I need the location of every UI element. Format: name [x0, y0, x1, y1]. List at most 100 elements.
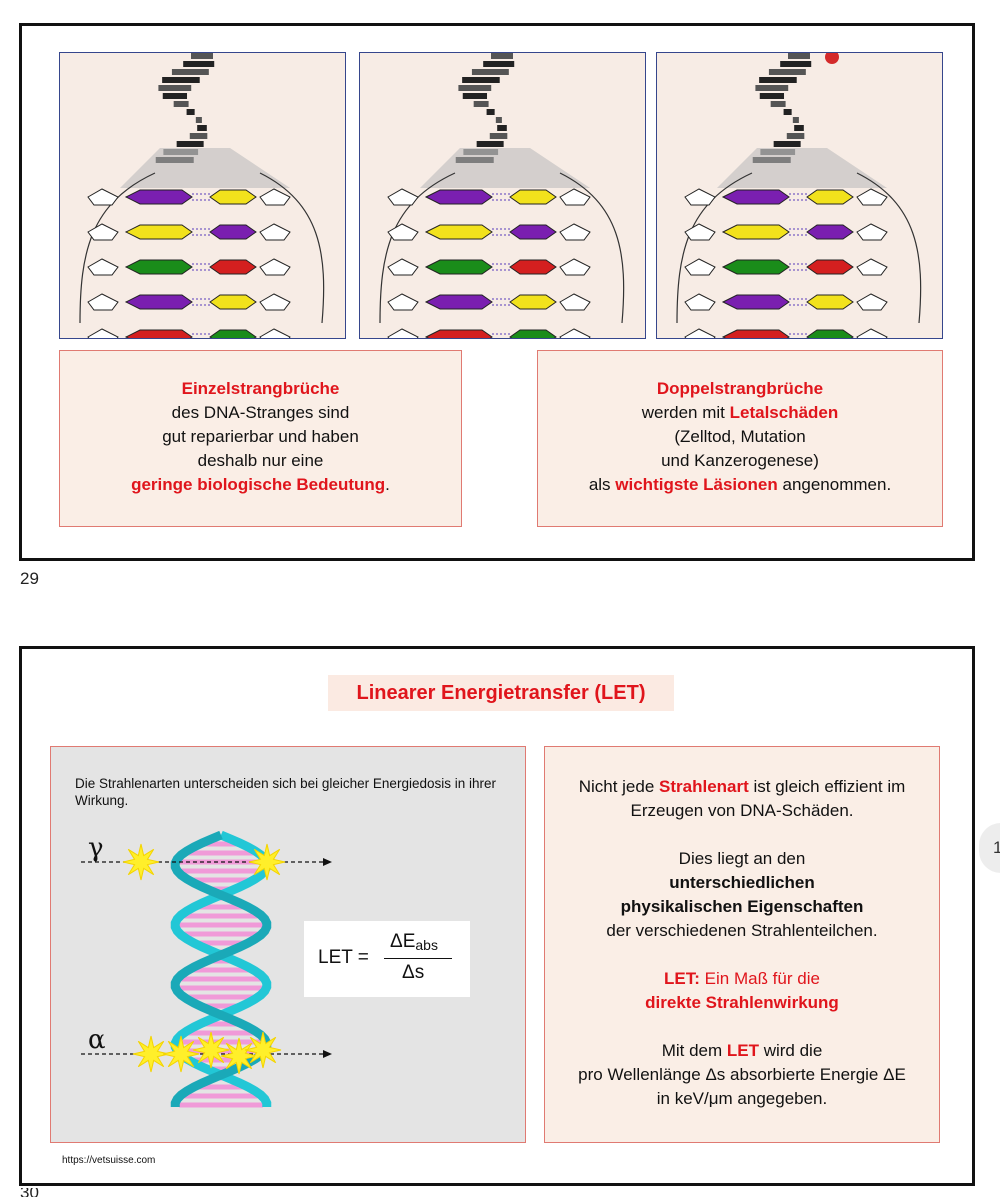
double-break-title: Doppelstrangbrüche — [656, 379, 824, 398]
dna-structure-illustration — [379, 53, 625, 338]
helix-segment — [491, 53, 513, 59]
dna-structure-illustration — [676, 53, 922, 338]
nucleobase — [509, 329, 557, 338]
sugar-ring — [87, 293, 119, 311]
helix-unwinding — [420, 148, 590, 188]
nucleobase — [806, 259, 854, 275]
helix-segment — [462, 93, 488, 99]
sugar-ring — [87, 328, 119, 338]
sugar-ring — [684, 328, 716, 338]
red-dot-marker — [825, 53, 839, 64]
sugar-ring — [259, 188, 291, 206]
single-break-highlight: geringe biologische Bedeutung — [131, 475, 386, 494]
source-url[interactable]: https://vetsuisse.com — [62, 1155, 156, 1166]
nucleobase — [721, 294, 790, 310]
main-lesions-highlight: wichtigste Läsionen — [615, 475, 778, 494]
nucleobase — [209, 259, 257, 275]
nucleobase — [124, 294, 193, 310]
direct-radiation-effect: direkte Strahlenwirkung — [645, 993, 839, 1012]
double-break-text: werden mit — [641, 403, 730, 422]
sugar-ring — [387, 328, 419, 338]
radiation-type-highlight: Strahlenart — [659, 777, 749, 796]
helix-segment — [197, 125, 207, 131]
arrow-head-icon — [323, 858, 332, 866]
let-text: in keV/μm angegeben. — [656, 1089, 828, 1108]
helix-segment — [768, 69, 806, 75]
nucleobase — [424, 329, 493, 338]
nucleobase — [424, 224, 493, 240]
helix-segment — [473, 101, 489, 107]
delta-e: ΔE — [390, 931, 416, 952]
sugar-ring — [856, 293, 888, 311]
sugar-ring — [87, 188, 119, 206]
nucleobase — [721, 224, 790, 240]
sugar-ring — [87, 223, 119, 241]
ionization-star-icon — [122, 843, 160, 881]
helix-segment — [794, 125, 804, 131]
formula-lhs: LET = — [318, 947, 369, 968]
helix-segment — [759, 77, 797, 83]
nucleobase — [806, 224, 854, 240]
double-break-text: angenommen. — [777, 475, 892, 494]
sugar-ring — [559, 223, 591, 241]
helix-segment — [195, 117, 202, 123]
let-paragraph: Mit dem LET wird die pro Wellenlänge Δs … — [545, 1039, 939, 1111]
nucleobase — [124, 224, 193, 240]
sugar-ring — [684, 188, 716, 206]
gamma-symbol: γ — [88, 833, 104, 863]
let-paragraph: LET: Ein Maß für die direkte Strahlenwir… — [545, 967, 939, 1015]
let-bold-text: unterschiedlichen — [669, 873, 815, 892]
nucleobase — [509, 224, 557, 240]
single-strand-break-box: Einzelstrangbrüche des DNA-Stranges sind… — [59, 350, 462, 527]
let-explanation-box: Nicht jede Strahlenart ist gleich effizi… — [544, 746, 940, 1143]
nucleobase — [806, 294, 854, 310]
helix-segment — [786, 133, 805, 139]
sugar-backbone-right — [559, 172, 625, 324]
nucleobase — [209, 224, 257, 240]
sugar-ring — [259, 328, 291, 338]
let-paragraph: Dies liegt an den unterschiedlichen phys… — [545, 847, 939, 943]
sugar-ring — [684, 293, 716, 311]
let-highlight: LET — [726, 1041, 759, 1060]
sugar-ring — [856, 258, 888, 276]
helix-segment — [183, 61, 215, 67]
sugar-ring — [559, 258, 591, 276]
let-figure: γ α Die Strahlenarten unterscheiden sich… — [50, 746, 526, 1143]
nucleobase — [721, 189, 790, 205]
let-definition-label: LET: — [664, 969, 700, 988]
helix-segment — [171, 69, 209, 75]
helix-strand — [170, 830, 272, 1107]
ionization-star-icon — [162, 1035, 200, 1073]
ionization-star-icon — [192, 1031, 230, 1069]
single-break-period: . — [385, 475, 390, 494]
nucleobase — [209, 189, 257, 205]
dna-panel-1 — [59, 52, 346, 339]
sugar-ring — [559, 188, 591, 206]
sugar-ring — [856, 188, 888, 206]
single-break-line: des DNA-Stranges sind — [171, 403, 350, 422]
nucleobase — [424, 259, 493, 275]
let-text: der verschiedenen Strahlenteilchen. — [606, 921, 878, 940]
sugar-backbone-right — [259, 172, 325, 324]
helix-segment — [162, 93, 188, 99]
figure-caption: Die Strahlenarten unterscheiden sich bei… — [75, 776, 496, 808]
let-text: Nicht jede — [578, 777, 660, 796]
helix-segment — [489, 133, 508, 139]
sugar-ring — [559, 293, 591, 311]
sugar-ring — [856, 223, 888, 241]
let-text: pro Wellenlänge Δs absorbierte Energie Δ… — [578, 1065, 906, 1084]
helix-segment — [773, 141, 801, 147]
sugar-ring — [387, 188, 419, 206]
side-page-tab[interactable]: 1 — [979, 823, 1000, 873]
let-formula: LET = ΔEabs Δs — [304, 921, 470, 997]
nucleobase — [509, 259, 557, 275]
helix-segment — [158, 85, 192, 91]
lethal-damage-highlight: Letalschäden — [729, 403, 839, 422]
page-number: 29 — [20, 569, 39, 588]
sugar-ring — [259, 223, 291, 241]
double-break-line: (Zelltod, Mutation — [674, 427, 806, 446]
nucleobase — [209, 329, 257, 338]
let-bold-text: physikalischen Eigenschaften — [620, 897, 864, 916]
helix-segment — [458, 85, 492, 91]
helix-segment — [497, 125, 507, 131]
